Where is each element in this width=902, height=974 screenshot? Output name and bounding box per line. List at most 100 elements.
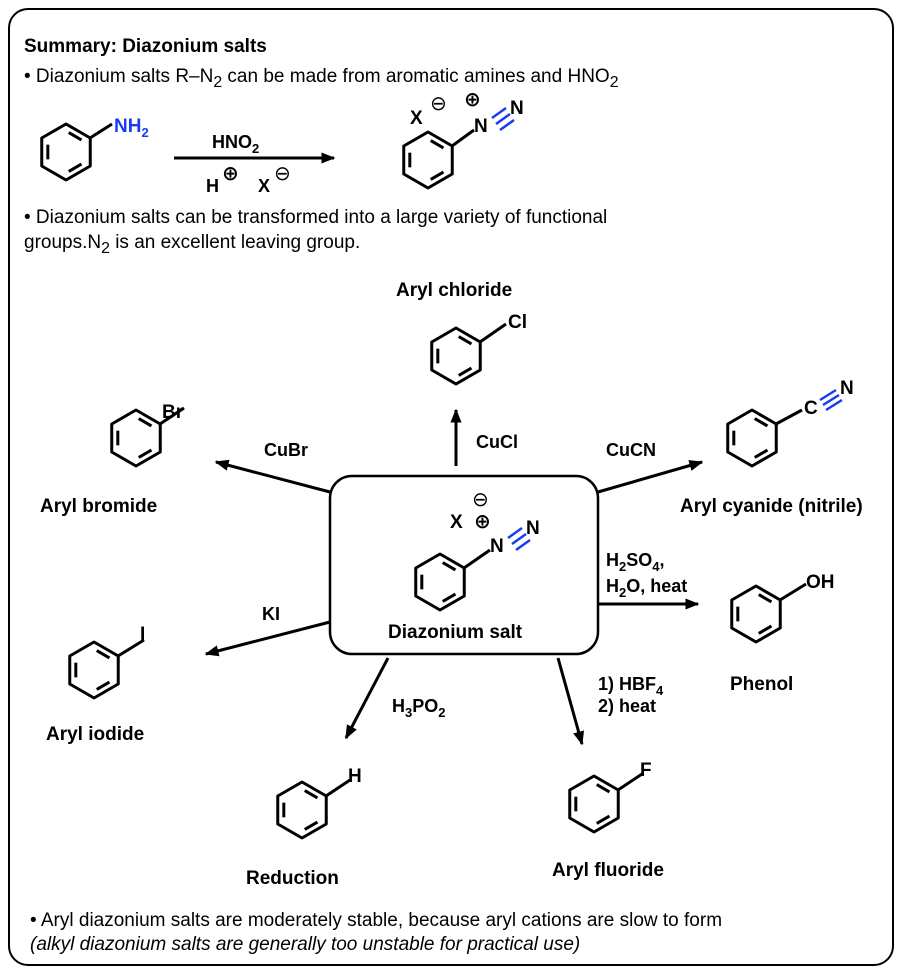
ring-double-bond	[67, 131, 83, 142]
ring-double-bond	[303, 789, 319, 800]
bond-c-i	[117, 638, 145, 658]
bromine-label: Br	[162, 402, 184, 423]
ring-double-bond	[95, 649, 111, 660]
summary-title: Summary: Diazonium salts	[24, 36, 267, 57]
plus-charge-top: ⊕	[464, 89, 481, 111]
arrow-to-bromide	[214, 459, 331, 494]
benzene-ring-diazonium-top	[402, 130, 454, 190]
benzene-ring-aniline	[40, 122, 92, 182]
aryl-chloride-label: Aryl chloride	[396, 280, 512, 301]
note-alkyl-diazonium: (alkyl diazonium salts are generally too…	[30, 934, 581, 955]
ring-double-bond	[137, 448, 153, 459]
fluorine-label: F	[640, 760, 652, 781]
cyanide-triple-c	[825, 398, 843, 412]
ring-double-bond	[595, 814, 611, 825]
reagent-fluoride-line1: 1) HBF4	[598, 674, 664, 698]
diazonium-salt-box	[328, 474, 600, 656]
reagent-phenol-line1: H2SO4,	[606, 550, 665, 574]
triple-bond-top-b	[495, 112, 511, 126]
minus-charge-center: ⊖	[472, 489, 489, 511]
nitrogen-label-center-2: N	[526, 518, 540, 539]
benzene-ring-reduction	[276, 780, 328, 840]
arrow-to-reduction	[344, 657, 390, 740]
benzene-ring-cyanide	[726, 408, 778, 468]
ring-double-bond	[753, 417, 769, 428]
phenol-molecule: OH	[730, 572, 835, 644]
nitrogen-label-top-1: N	[474, 116, 488, 137]
counterion-x-center: X	[450, 512, 463, 533]
arrow-to-fluoride	[556, 657, 585, 746]
minus-charge-top: ⊖	[430, 93, 447, 115]
ring-double-bond	[457, 366, 473, 377]
cyanide-triple-b	[822, 393, 840, 407]
aryl-fluoride-molecule: F	[568, 760, 652, 834]
chlorine-label: Cl	[508, 312, 527, 333]
bond-c-n-aniline	[89, 122, 113, 140]
bond-c-br	[159, 406, 185, 426]
cyanide-triple-a	[819, 388, 837, 402]
reagent-acid: H	[206, 176, 219, 196]
triple-bond-top-c	[499, 118, 515, 132]
ring-double-bond	[457, 335, 473, 346]
bond-c-f	[617, 772, 643, 792]
ring-double-bond	[441, 561, 457, 572]
aryl-bromide-molecule: Br	[110, 402, 185, 468]
ring-double-bond	[441, 592, 457, 603]
ring-double-bond	[429, 170, 445, 181]
benzene-ring-bromide	[110, 408, 162, 468]
plus-charge-center: ⊕	[474, 511, 491, 533]
hydroxyl-label: OH	[806, 572, 835, 593]
cyanide-carbon-label: C	[804, 398, 818, 419]
ring-double-bond	[95, 680, 111, 691]
aryl-bromide-label: Aryl bromide	[40, 496, 157, 517]
bond-c-n-center	[463, 548, 491, 570]
aniline-molecule: NH2	[40, 116, 149, 182]
phenol-label: Phenol	[730, 674, 793, 695]
bond-c-n-top	[451, 128, 475, 148]
reagent-ki: KI	[262, 604, 280, 624]
diazonium-product-top: N N ⊕ X ⊖	[402, 89, 524, 190]
amine-label: NH2	[114, 116, 149, 140]
reagent-fluoride-line2: 2) heat	[598, 696, 656, 716]
reagent-cubr: CuBr	[264, 440, 308, 460]
ring-double-bond	[429, 139, 445, 150]
benzene-ring-chloride	[430, 326, 482, 386]
ring-double-bond	[595, 783, 611, 794]
bond-c-c-cyanide	[775, 408, 803, 426]
aryl-cyanide-molecule: C N	[726, 378, 854, 468]
reagent-phenol-line2: H2O, heat	[606, 576, 687, 600]
ring-double-bond	[137, 417, 153, 428]
aryl-iodide-label: Aryl iodide	[46, 724, 144, 745]
diazonium-salt-label: Diazonium salt	[388, 622, 523, 643]
aryl-iodide-molecule: I	[68, 624, 145, 700]
aryl-fluoride-label: Aryl fluoride	[552, 860, 664, 881]
bond-c-cl	[479, 322, 507, 344]
minus-charge-anion: ⊖	[274, 163, 291, 185]
benzene-ring-phenol	[730, 584, 782, 644]
bond-c-o	[779, 582, 807, 602]
nitrogen-label-top-2: N	[510, 98, 524, 119]
bullet-transformations-line1: • Diazonium salts can be transformed int…	[24, 207, 608, 228]
aryl-chloride-molecule: Cl	[430, 312, 527, 386]
bond-c-h	[325, 778, 351, 798]
reagent-cucn: CuCN	[606, 440, 656, 460]
triple-bond-center-a	[507, 526, 523, 540]
ring-double-bond	[303, 820, 319, 831]
benzene-ring-fluoride	[568, 774, 620, 834]
bullet-stability: • Aryl diazonium salts are moderately st…	[30, 910, 723, 931]
aryl-cyanide-label: Aryl cyanide (nitrile)	[680, 496, 863, 517]
reagent-anion: X	[258, 176, 270, 196]
arrow-to-iodide	[204, 620, 331, 657]
bullet-transformations-line2: groups.N2 is an excellent leaving group.	[24, 232, 361, 257]
hydrogen-label: H	[348, 766, 362, 787]
reagent-hno2: HNO2	[212, 132, 259, 156]
benzene-product-molecule: H	[276, 766, 362, 840]
triple-bond-center-c	[515, 538, 531, 552]
reagent-h3po2: H3PO2	[392, 696, 445, 720]
counterion-x-top: X	[410, 108, 423, 129]
benzene-ring-iodide	[68, 640, 120, 700]
triple-bond-top-a	[491, 106, 507, 120]
ring-double-bond	[757, 624, 773, 635]
arrow-to-cyanide	[597, 460, 704, 494]
triple-bond-center-b	[511, 532, 527, 546]
